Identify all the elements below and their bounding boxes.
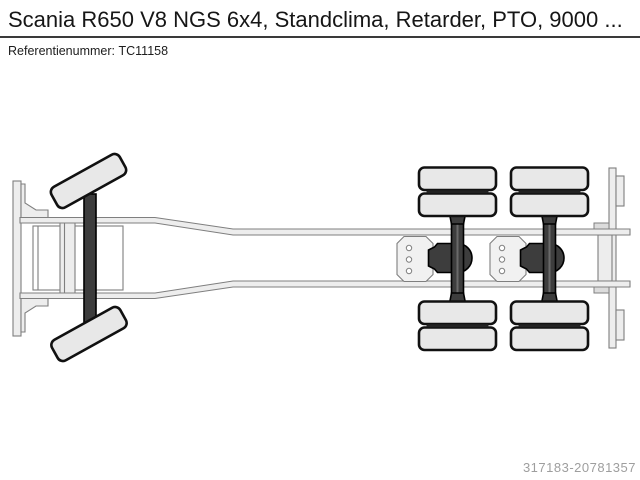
rear-axle-1-dual-spacer-top	[426, 190, 489, 194]
bolt-hole	[405, 267, 413, 275]
rear-axle-2-tire-top-inner	[509, 192, 590, 218]
front-gusset-top	[20, 183, 49, 219]
rear-end-pad-top	[615, 175, 625, 207]
bolt-hole	[498, 267, 506, 275]
rear-axle-2-dual-spacer-top	[518, 190, 581, 194]
rear-axle-2-dual-spacer-bottom	[518, 324, 581, 328]
rear-axle-1-tire-bottom-inner	[417, 300, 498, 326]
rear-axle-2-differential	[519, 242, 565, 274]
rear-axle-1-tire-top-outer	[417, 166, 498, 192]
rear-end-structure	[593, 167, 625, 349]
rear-axle-1-tire-bottom-outer	[417, 326, 498, 352]
bolt-hole	[498, 256, 506, 263]
frame-rail-top	[19, 216, 631, 236]
page-title: Scania R650 V8 NGS 6x4, Standclima, Reta…	[8, 7, 623, 32]
crossmember-plates	[396, 235, 527, 283]
reference-line: Referentienummer: TC11158	[8, 44, 168, 58]
front-crossmember	[59, 218, 76, 296]
front-inner-frame	[32, 225, 124, 291]
rear-axle-2	[509, 166, 590, 352]
title-divider	[0, 36, 640, 38]
front-wheel-top	[49, 152, 128, 210]
rear-bracket-bottom	[593, 286, 610, 294]
rear-axle-2-tire-bottom-inner	[509, 300, 590, 326]
reference-label: Referentienummer:	[8, 44, 115, 58]
frame-rails	[19, 216, 631, 300]
front-structure	[12, 180, 124, 337]
rear-axle-1	[417, 166, 498, 352]
front-wheel-bottom	[50, 305, 128, 363]
rear-axle-1-tire-top-inner	[417, 192, 498, 218]
bolt-hole	[405, 256, 413, 263]
rear-axle-2-tire-bottom-outer	[509, 326, 590, 352]
frame-rail-bottom	[19, 280, 631, 300]
watermark-id: 317183-20781357	[522, 460, 636, 475]
rear-axle-1-differential	[427, 242, 473, 274]
reference-value: TC11158	[118, 44, 169, 58]
bolt-hole	[405, 244, 413, 252]
front-axle	[49, 152, 128, 363]
front-axle-beam	[83, 193, 97, 333]
crossmember-plate-1	[396, 235, 434, 283]
rear-axle-2-tire-top-outer	[509, 166, 590, 192]
rear-end-pad-bottom	[615, 309, 625, 341]
rear-axle-1-dual-spacer-bottom	[426, 324, 489, 328]
rear-bracket-top	[593, 222, 610, 230]
front-bumper-plate	[12, 180, 22, 337]
rear-crossmember-box	[597, 234, 613, 282]
front-gusset-bottom	[20, 297, 49, 333]
bolt-hole	[498, 244, 506, 252]
